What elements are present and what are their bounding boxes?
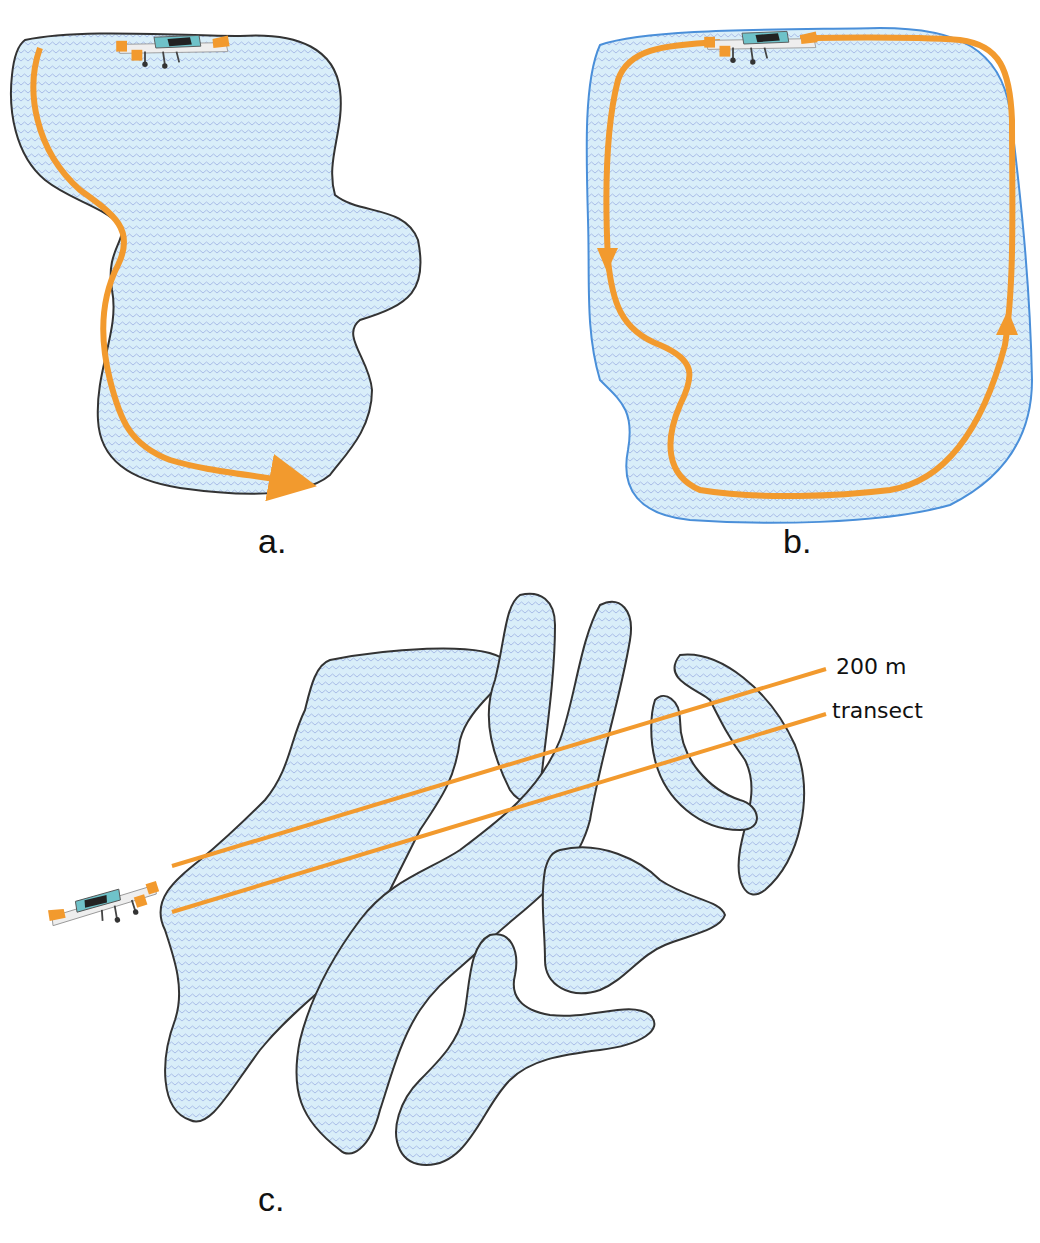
transect-width: 200 m [834, 654, 908, 679]
direction-arrow [996, 310, 1018, 335]
panel-letter: a. [258, 522, 286, 561]
lake-cluster [160, 594, 803, 1165]
transect-line [172, 714, 826, 912]
survey-path-b [606, 38, 1012, 497]
survey-plane [116, 35, 229, 68]
survey-plane [46, 876, 164, 943]
lake-a [11, 33, 421, 493]
panel-letter: c. [258, 1180, 284, 1219]
survey-plane [704, 31, 817, 64]
transect-label: transect [830, 698, 925, 723]
panel-letter: b. [783, 522, 811, 561]
transect-line [172, 669, 826, 866]
lake-b [587, 28, 1032, 523]
direction-arrow [597, 248, 618, 272]
survey-path-a [33, 48, 305, 484]
